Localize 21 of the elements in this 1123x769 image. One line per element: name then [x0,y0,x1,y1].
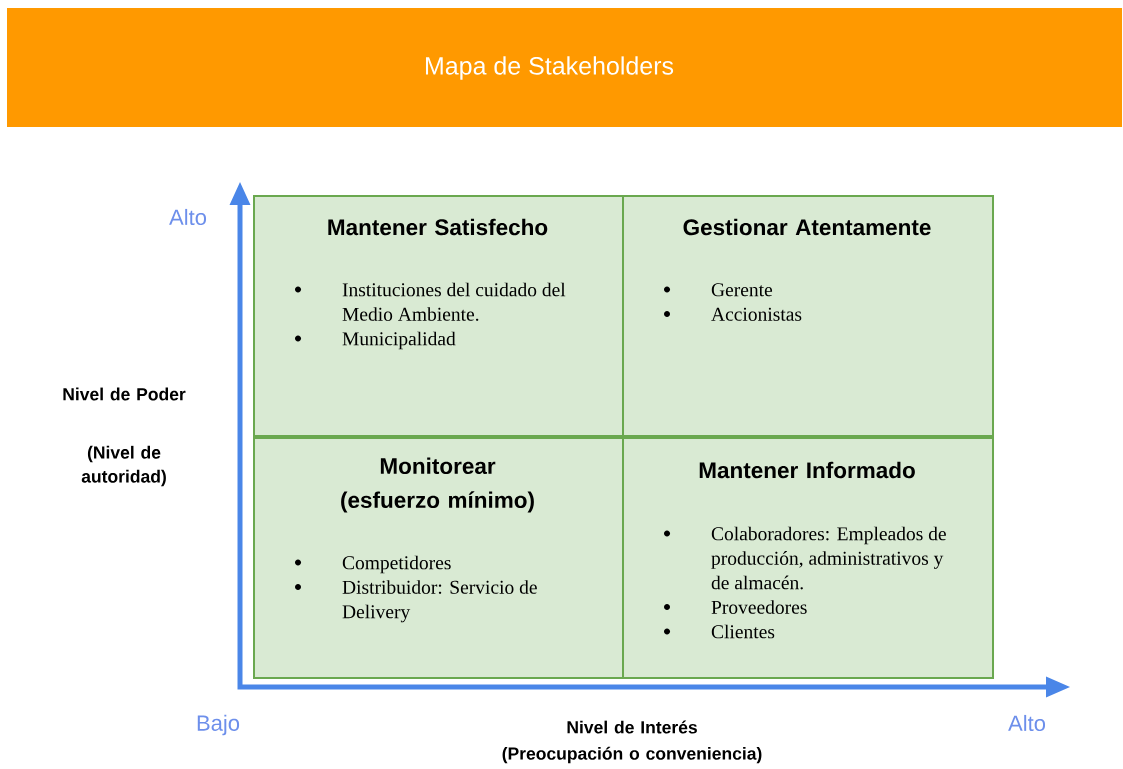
bullet-item: Municipalidad [295,331,456,350]
axis-label: Bajo [197,714,240,736]
bullet-item: Distribuidor: Servicio de Delivery [295,580,537,623]
bullet-item: Proveedores [664,600,807,614]
axis-label: Alto [169,208,207,226]
bullet-item: Competidores [295,555,451,574]
axis-title: (Nivel de autoridad) [81,445,166,487]
bullet-item: Clientes [664,624,775,639]
axis-title: (Preocupación o conveniencia) [502,746,762,764]
bullet-item: Accionistas [664,307,802,321]
quadrant-heading: Mantener Informado [699,461,915,479]
axis-title: Nivel de Interés [567,720,697,734]
bullet-item: Gerente [664,283,773,297]
axis-label: Alto [1008,714,1046,732]
bullet-item: Colaboradores: Empleados de producción, administrativos y de almacén. [664,526,946,590]
quadrant-heading: Gestionar Atentamente [683,218,931,236]
quadrant-heading: Monitorear (esfuerzo mínimo) [341,457,534,513]
title-banner: Mapa de Stakeholders [7,8,1122,127]
quadrant-heading: Mantener Satisfecho [328,218,548,236]
bullet-item: Instituciones del cuidado del Medio Ambiente. [295,282,566,321]
axis-title: Nivel de Poder [63,387,186,401]
